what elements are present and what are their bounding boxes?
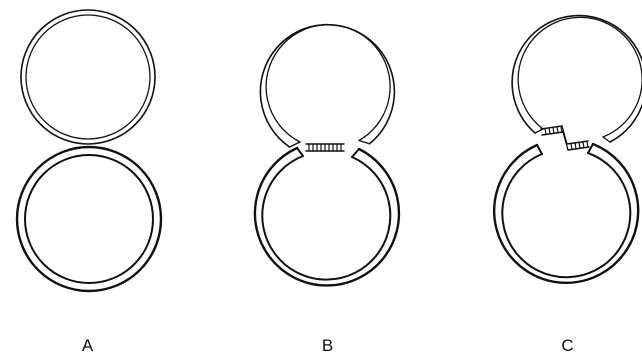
- panel-a-drawing: [17, 10, 161, 291]
- panel-c-junction-right: [567, 141, 589, 150]
- panel-c-junction-left: [541, 126, 563, 135]
- panel-b-lower-vesicle-inner: [262, 156, 390, 280]
- panel-b-upper-vesicle-lip-left: [290, 142, 300, 147]
- panel-c-lower-vesicle-lip-left: [537, 145, 542, 154]
- panel-label-b: B: [308, 336, 348, 356]
- panel-b-lower-vesicle-outer: [255, 148, 399, 285]
- panel-c-upper-vesicle-inner: [518, 17, 642, 137]
- panel-a-upper-vesicle-outer: [21, 10, 155, 144]
- panel-c-junction-bridge-lower: [563, 132, 568, 150]
- panel-label-a: A: [68, 336, 108, 356]
- panel-label-c: C: [548, 336, 588, 356]
- panel-b-upper-vesicle-lip-right: [359, 141, 370, 144]
- panel-b-upper-vesicle-inner: [266, 25, 390, 142]
- panel-b-lower-vesicle-lip-left: [297, 148, 303, 156]
- panel-c-upper-vesicle-lip-right: [603, 137, 610, 142]
- panel-c-lower-vesicle-inner: [502, 153, 630, 277]
- panel-c-lower-vesicle-lip-right: [588, 144, 593, 153]
- panel-b-lower-vesicle-lip-right: [352, 149, 359, 157]
- panel-c-drawing: [494, 16, 642, 283]
- panel-b-junction: [306, 144, 344, 151]
- panel-a-lower-vesicle-inner: [25, 155, 153, 283]
- panel-c-lower-vesicle-outer: [494, 144, 638, 283]
- panel-a-lower-vesicle-outer: [17, 147, 161, 291]
- panel-b-drawing: [255, 25, 399, 286]
- panel-a-upper-vesicle-inner: [26, 15, 150, 139]
- panel-c-upper-vesicle-lip-left: [535, 129, 543, 133]
